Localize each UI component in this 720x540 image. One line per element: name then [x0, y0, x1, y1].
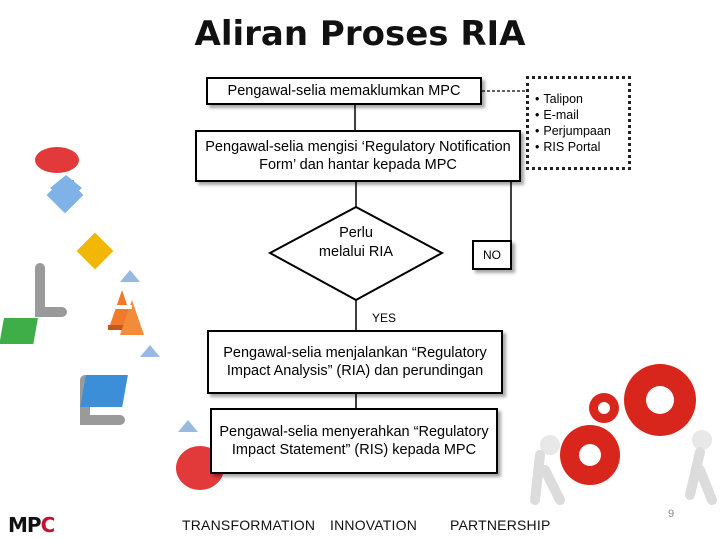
step-4-box: Pengawal-selia menyerahkan “Regulatory I…	[210, 408, 498, 474]
traffic-cone-icon	[108, 290, 144, 335]
communication-methods-callout: Talipon E-mail Perjumpaan RIS Portal	[526, 76, 631, 170]
step-3-box: Pengawal-selia menjalankan “Regulatory I…	[207, 330, 503, 394]
callout-item: E-mail	[535, 107, 628, 123]
footer-word-innovation: INNOVATION	[330, 517, 418, 533]
step-1-box: Pengawal-selia memaklumkan MPC	[206, 77, 482, 105]
slide-title: Aliran Proses RIA	[194, 14, 526, 54]
branch-yes-label: YES	[372, 311, 397, 325]
step-2-box: Pengawal-selia mengisi ‘Regulatory Notif…	[195, 130, 521, 182]
page-number: 9	[668, 508, 675, 520]
callout-item: Talipon	[535, 91, 628, 107]
callout-item: Perjumpaan	[535, 123, 628, 139]
mpc-logo: MPC	[8, 513, 55, 537]
branch-no-label: NO	[472, 240, 512, 270]
callout-item: RIS Portal	[535, 139, 628, 155]
decision-text: Perlu melalui RIA	[318, 225, 394, 260]
footer-word-partnership: PARTNERSHIP	[450, 517, 551, 533]
gears-figure-icon	[530, 364, 717, 505]
footer-word-transformation: TRANSFORMATION	[182, 517, 316, 533]
